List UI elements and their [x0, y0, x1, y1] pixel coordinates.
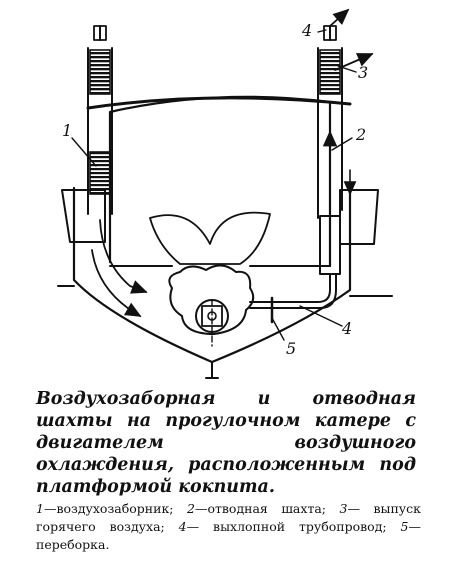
label-4-bottom: 4: [341, 319, 352, 338]
left-side-box: [61, 189, 106, 243]
exhaust-pipe: [249, 273, 331, 303]
intake-airflow-arrow: [99, 219, 148, 294]
intake-filter-top: [89, 49, 111, 95]
right-side-box: [339, 189, 379, 245]
air-intake-shaft: [87, 47, 113, 215]
legend-item-5: 5—переборка.: [36, 519, 421, 552]
legend-item-1: 1—воздухозаборник;: [36, 501, 187, 516]
label-2: 2: [355, 125, 366, 144]
seats: [149, 211, 271, 265]
label-1: 1: [62, 121, 72, 140]
outlet-filter-top: [319, 49, 341, 95]
boat-cross-section-diagram: 1 2 3 4 4 5: [57, 8, 393, 379]
figure-legend: 1—воздухозаборник; 2—отводная шахта; 3— …: [36, 500, 421, 554]
label-4-top: 4: [301, 21, 312, 40]
engine: [168, 264, 255, 335]
cockpit-platform: [108, 95, 332, 268]
label-3: 3: [358, 63, 368, 82]
label-5: 5: [286, 339, 296, 358]
legend-item-2: 2—отводная шахта;: [186, 501, 340, 516]
figure-caption: Воздухозаборная и отводная шахты на прог…: [36, 389, 416, 497]
exhaust-gas-arrow: [329, 8, 350, 27]
legend-item-4: 4— выхлопной трубопровод;: [178, 519, 401, 534]
outlet-shaft: [317, 47, 343, 219]
intake-filter-lower: [89, 151, 111, 195]
legend-item-3: 3— выпуск горячего воздуха;: [36, 501, 421, 534]
